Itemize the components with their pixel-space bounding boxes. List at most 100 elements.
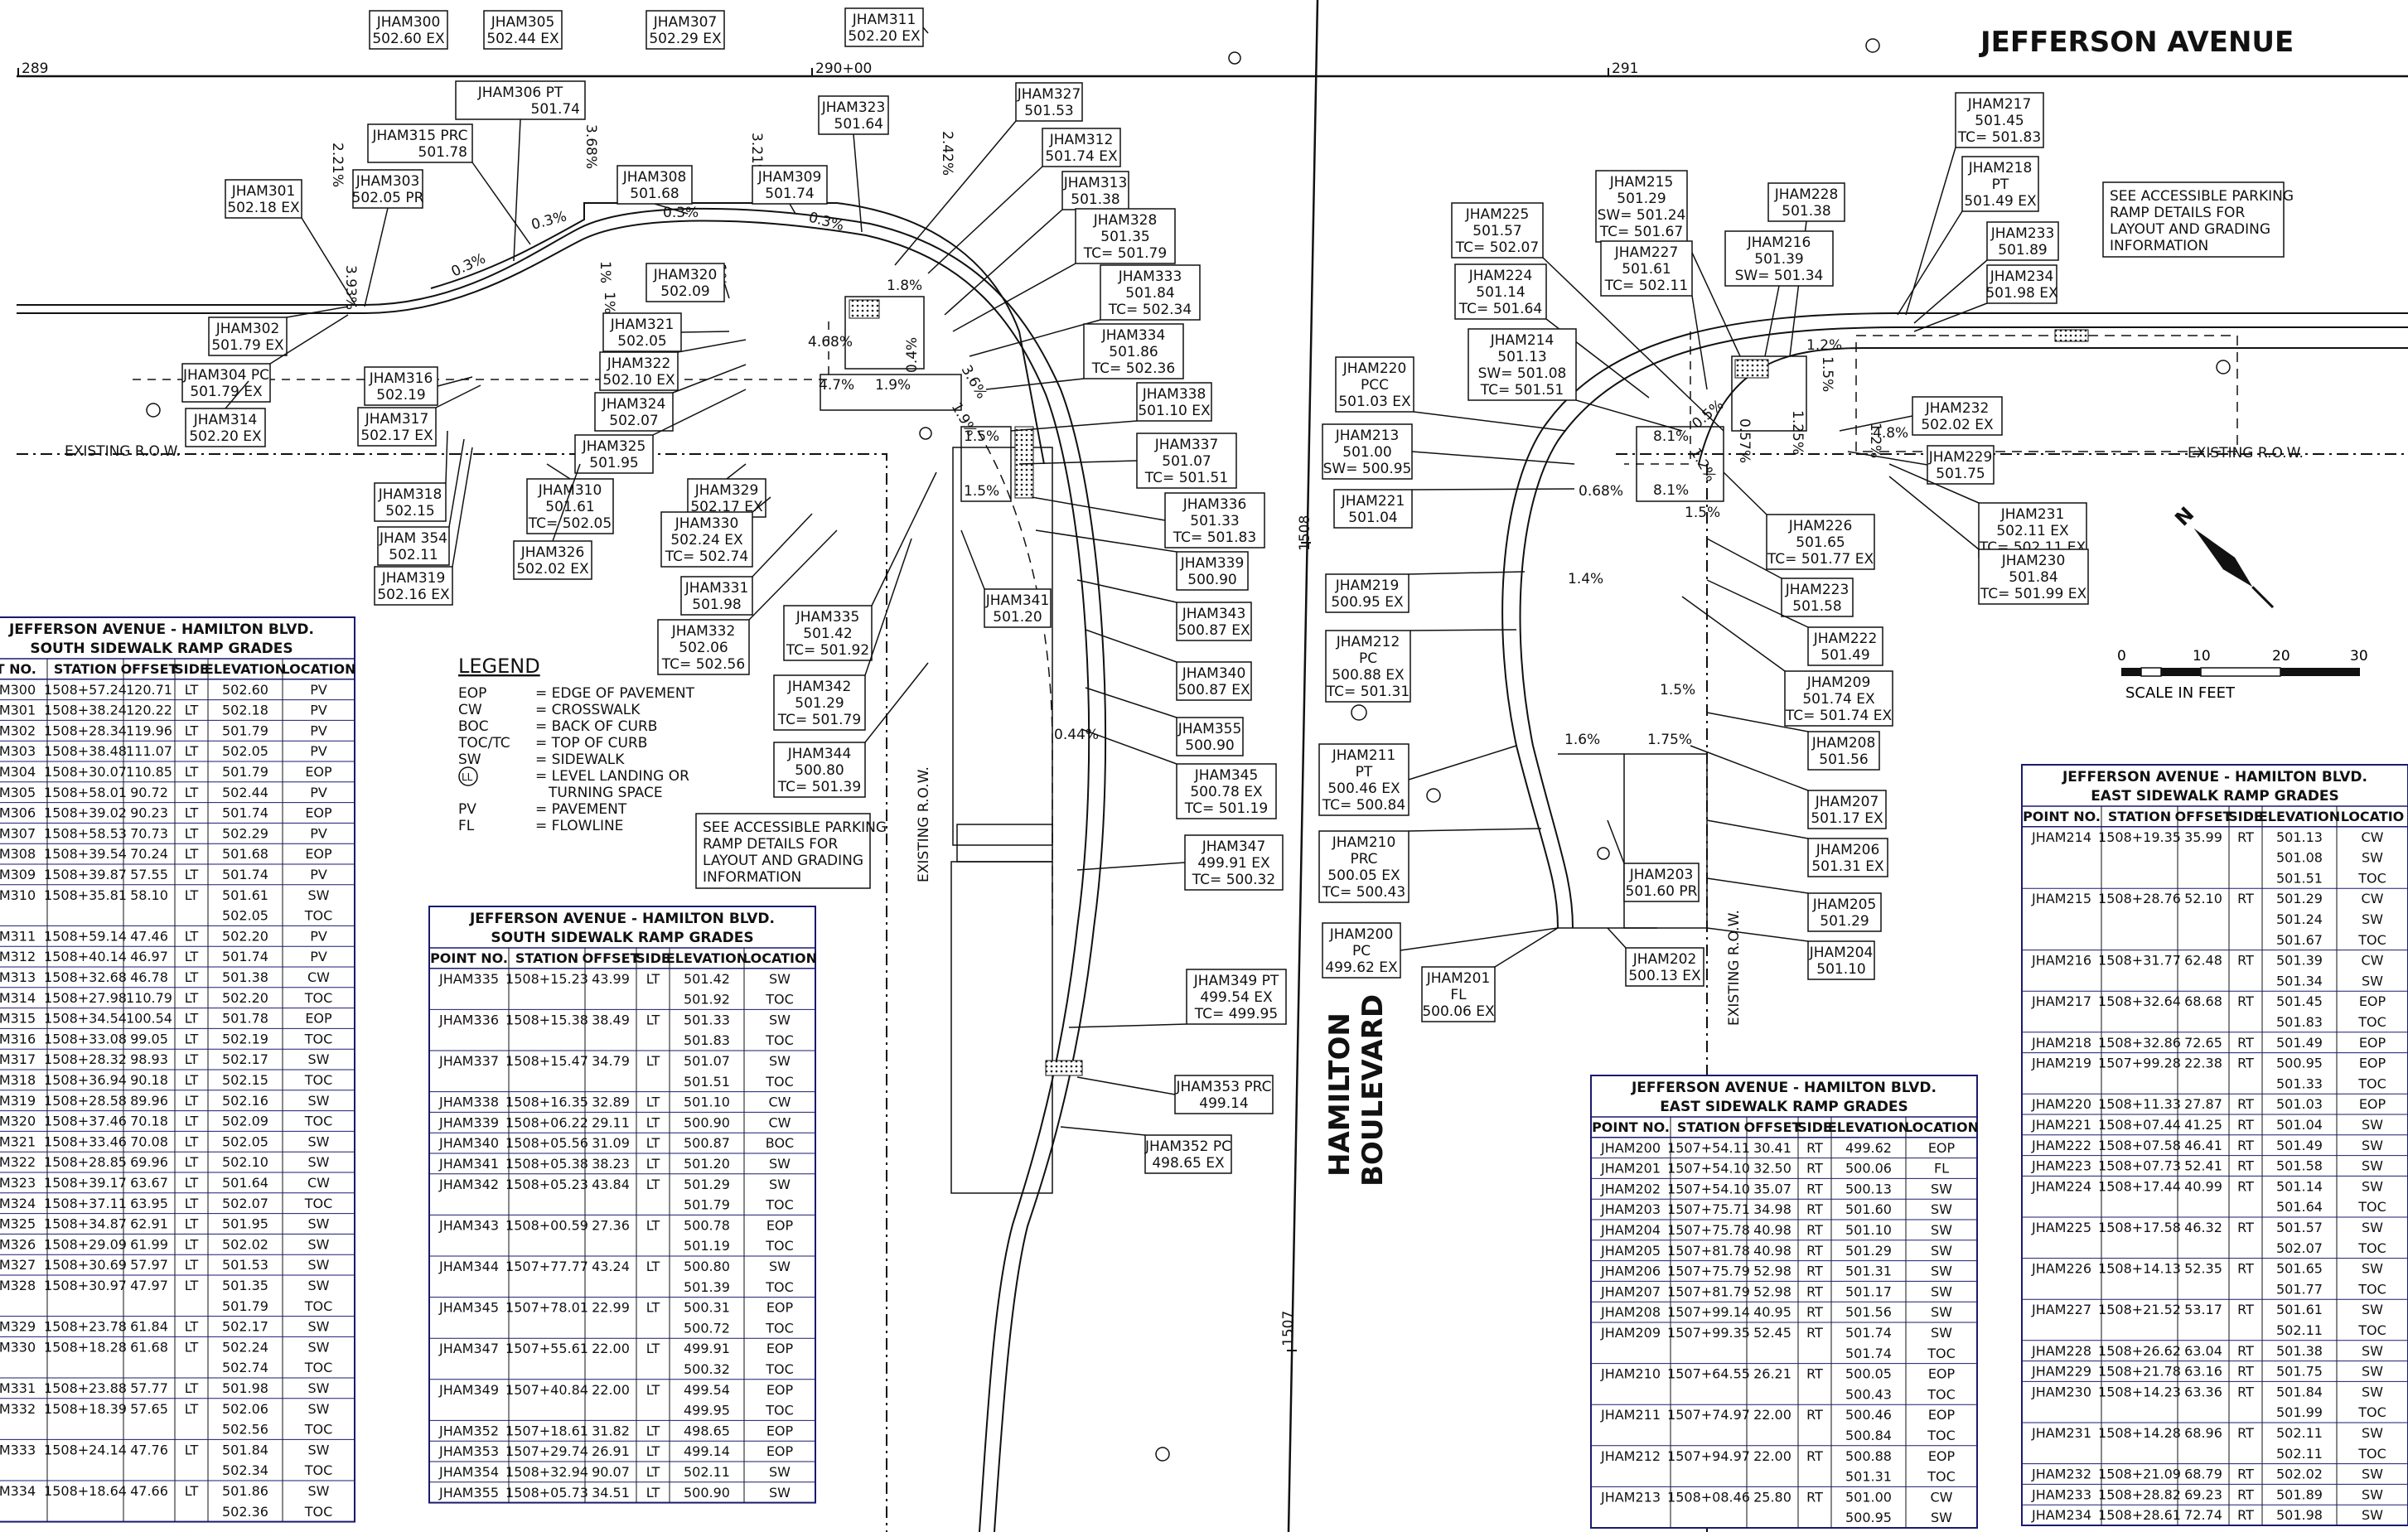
table-cell: HAM301 [0,703,36,718]
callout-leader [1839,415,1913,432]
table-cell: LT [185,1278,199,1293]
table-cell: RT [2237,1261,2254,1277]
callout-line: TC= 501.79 [1083,245,1167,262]
table-cell: JHAM223 [2031,1158,2091,1174]
table-cell: HAM326 [0,1236,36,1252]
table-cell: 501.79 [222,723,268,738]
callout-line: JHAM345 [1194,767,1259,784]
callout-box [1623,863,1700,902]
table-cell: CW [769,1095,791,1110]
ramp-block-east-2 [1731,355,1807,432]
table-cell: JHAM202 [1600,1181,1661,1196]
callout-leader [1706,927,1809,942]
table-cell: JHAM233 [2031,1486,2091,1502]
table-cell: 58.10 [130,887,168,903]
callout-leader [1060,1126,1146,1136]
table-cell: JHAM229 [2031,1364,2091,1380]
callout-box [1468,328,1577,401]
table-cell: HAM331 [0,1380,36,1396]
callout-line: JHAM232 [1925,400,1990,417]
callout-box [660,511,753,568]
callout-line: 502.19 [376,387,425,404]
callout-line: JHAM322 [607,355,671,372]
table-cell: 34.79 [592,1053,630,1069]
table-cell: 1507+99.28 [2098,1056,2181,1071]
table-cell: 1508+32.64 [2098,993,2181,1009]
callout-line: 502.02 EX [1921,417,1994,433]
callout-box [1807,790,1887,829]
callout-line: JHAM352 PC [1144,1138,1231,1155]
callout-line: 501.74 [531,101,580,118]
table-cell: CW [1931,1489,1953,1505]
callout-line: 502.05 [617,333,666,350]
callout-leader [1691,295,1708,390]
table-cell: 32.89 [592,1095,630,1110]
grade-tables: JEFFERSON AVENUE - HAMILTON BLVD.SOUTH S… [0,616,2408,1529]
callout-line: 501.14 [1476,284,1525,301]
callout-line: 502.17 EX [360,428,433,444]
table-cell: RT [2237,1425,2254,1441]
table-cell: JHAM224 [2031,1178,2091,1194]
table-cell: 501.79 [222,764,268,780]
legend-abbr: PV [458,801,476,818]
table-title: JEFFERSON AVENUE - HAMILTON BLVD. [8,621,314,638]
callout-leader [448,438,465,528]
table-cell: 502.17 [222,1319,268,1335]
callout-line: 502.06 [679,640,728,656]
table-header-cell: OFFSET [121,661,178,677]
table-cell: HAM322 [0,1154,36,1170]
callout-line: SW= 501.24 [1598,207,1686,224]
table-cell: JHAM207 [1600,1283,1661,1299]
table-cell: 1508+28.32 [44,1051,127,1067]
table-cell: 40.95 [1753,1304,1791,1320]
callout-line: 502.05 PR [352,190,424,206]
table-cell: 90.18 [130,1072,168,1088]
table-cell: RT [1806,1407,1823,1423]
scale-bar: 0 10 20 30 SCALE IN FEET [2117,648,2368,702]
table-cell: 1507+78.01 [505,1300,588,1316]
table-cell: 501.98 [222,1380,268,1396]
table-cell: 52.98 [1753,1264,1791,1279]
table-cell: 1508+15.47 [505,1053,588,1069]
table-cell: JHAM338 [438,1095,499,1110]
callout-leader [1706,579,1809,628]
callout-leader [1085,687,1177,718]
table-cell: 501.79 [684,1197,730,1213]
table-cell: 1507+81.78 [1667,1243,1750,1259]
table-cell: 500.05 [1845,1366,1892,1382]
callout-leader [1905,147,1956,316]
callout-box [1176,551,1249,591]
table-header-cell: STATION [515,950,578,966]
table-cell: 35.07 [1753,1181,1791,1196]
callout-leader [969,319,1101,357]
table-cell: HAM310 [0,887,36,903]
callout-box [1075,208,1176,264]
table-cell: 1508+30.07 [44,764,127,780]
table-cell: PV [310,928,327,944]
table-cell: TOC [765,1197,794,1213]
callout-line: JHAM214 [1490,332,1555,349]
table-cell: 501.51 [2276,870,2323,886]
callout-line: JHAM334 [1101,327,1166,344]
table-cell: TOC [304,1422,333,1438]
